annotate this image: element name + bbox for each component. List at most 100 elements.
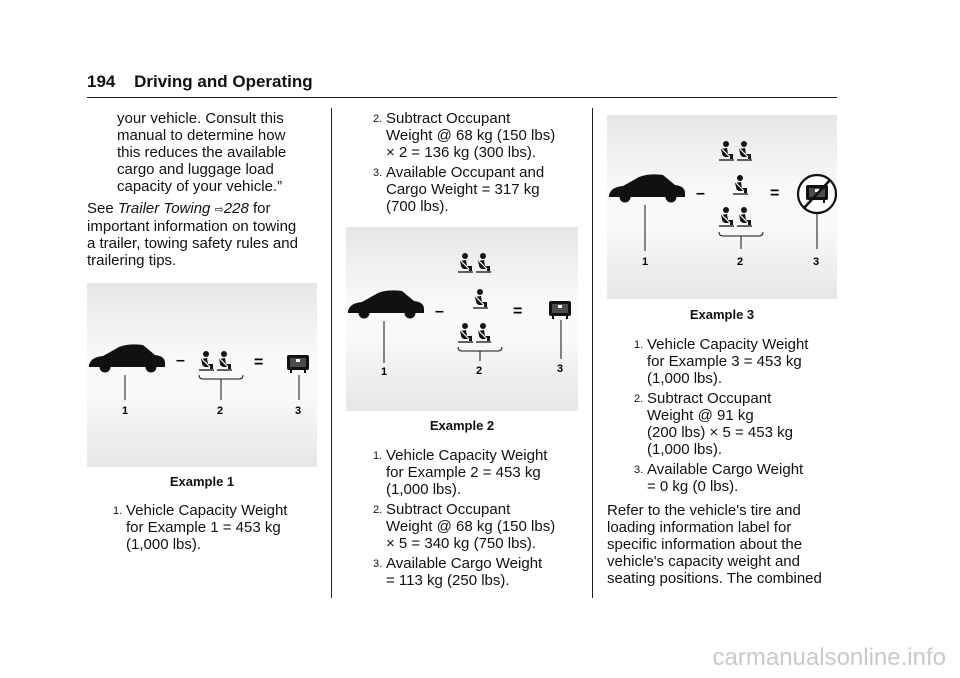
example-3-figure: – = 1 2 3 bbox=[607, 115, 837, 299]
text-line: Vehicle Capacity Weight bbox=[126, 502, 288, 519]
text-line: vehicle's capacity weight and bbox=[607, 553, 800, 570]
closing-paragraph: Refer to the vehicle's tire and loading … bbox=[607, 502, 842, 587]
occupant-icon bbox=[736, 206, 753, 227]
text-line: capacity of your vehicle.” bbox=[117, 178, 283, 195]
text-line: (1,000 lbs). bbox=[647, 441, 723, 458]
text-line: this reduces the available bbox=[117, 144, 287, 161]
vehicle-icon bbox=[348, 290, 424, 319]
list-item: 1. Vehicle Capacity Weight for Example 1… bbox=[100, 502, 325, 553]
text-line: Available Occupant and bbox=[386, 164, 545, 181]
list-number: 1. bbox=[113, 505, 123, 517]
text-line: = 113 kg (250 lbs). bbox=[386, 572, 510, 589]
text-line: (1,000 lbs). bbox=[126, 536, 202, 553]
text-line: your vehicle. Consult this bbox=[117, 110, 284, 127]
text-line: (1,000 lbs). bbox=[386, 481, 462, 498]
text-line: Available Cargo Weight bbox=[647, 461, 804, 478]
text-line: (200 lbs) × 5 = 453 kg bbox=[647, 424, 793, 441]
text-line: Vehicle Capacity Weight bbox=[647, 336, 809, 353]
example-2-caption: Example 2 bbox=[429, 418, 495, 433]
text-line: Refer to the vehicle's tire and bbox=[607, 502, 801, 519]
example-3-caption: Example 3 bbox=[689, 307, 755, 322]
list-item: 3. Available Occupant and Cargo Weight =… bbox=[360, 164, 585, 215]
callout-1: 1 bbox=[381, 366, 387, 378]
text-line: Vehicle Capacity Weight bbox=[386, 447, 548, 464]
occupant-icon bbox=[736, 140, 753, 161]
page-reference-arrow-icon: ⇨ bbox=[214, 203, 224, 216]
page-reference[interactable]: 228 bbox=[223, 200, 249, 217]
see-reference-line: See Trailer Towing ⇨228 for bbox=[87, 200, 327, 218]
text-line: a trailer, towing safety rules and bbox=[87, 235, 298, 252]
text-line: cargo and luggage load bbox=[117, 161, 274, 178]
text-line: Subtract Occupant bbox=[386, 501, 511, 518]
text-line: for Example 1 = 453 kg bbox=[126, 519, 281, 536]
list-item: 1. Vehicle Capacity Weight for Example 2… bbox=[360, 447, 585, 498]
text-line: for Example 3 = 453 kg bbox=[647, 353, 802, 370]
callout-3: 3 bbox=[557, 363, 563, 375]
column-divider-2 bbox=[592, 108, 593, 598]
text-line: Subtract Occupant bbox=[386, 110, 511, 127]
occupant-icon bbox=[457, 322, 474, 343]
text-line: Cargo Weight = 317 kg bbox=[386, 181, 540, 198]
example-1-caption: Example 1 bbox=[169, 474, 235, 489]
occupant-icon bbox=[472, 288, 489, 309]
text-line: for Example 2 = 453 kg bbox=[386, 464, 541, 481]
example-2-list: 1. Vehicle Capacity Weight for Example 2… bbox=[360, 447, 585, 592]
occupant-icon bbox=[457, 252, 474, 273]
callout-1: 1 bbox=[122, 405, 128, 417]
list-number: 3. bbox=[373, 167, 383, 179]
list-item: 2. Subtract Occupant Weight @ 68 kg (150… bbox=[360, 110, 585, 161]
text-line: (700 lbs). bbox=[386, 198, 449, 215]
header-rule bbox=[87, 97, 837, 98]
page-number: 194 bbox=[87, 72, 116, 91]
occupant-icon bbox=[732, 174, 749, 195]
occupant-icon bbox=[718, 206, 735, 227]
text-line: = 0 kg (0 lbs). bbox=[647, 478, 739, 495]
text-line: loading information label for bbox=[607, 519, 792, 536]
list-number: 3. bbox=[634, 464, 644, 476]
occupant-icon bbox=[475, 322, 492, 343]
list-number: 1. bbox=[373, 450, 383, 462]
cargo-icon bbox=[286, 354, 310, 374]
text-fragment: See bbox=[87, 200, 118, 217]
callout-3: 3 bbox=[295, 405, 301, 417]
equals-sign: = bbox=[254, 354, 263, 371]
list-number: 3. bbox=[373, 558, 383, 570]
list-number: 1. bbox=[634, 339, 644, 351]
occupant-icon bbox=[475, 252, 492, 273]
text-line: × 5 = 340 kg (750 lbs). bbox=[386, 535, 537, 552]
section-title: Driving and Operating bbox=[134, 72, 313, 91]
text-line: Weight @ 91 kg bbox=[647, 407, 754, 424]
text-line: specific information about the bbox=[607, 536, 803, 553]
no-cargo-icon bbox=[796, 173, 837, 215]
text-line: (1,000 lbs). bbox=[647, 370, 723, 387]
text-line: trailering tips. bbox=[87, 252, 177, 269]
watermark: carmanualsonline.info bbox=[712, 644, 946, 671]
text-line: Subtract Occupant bbox=[647, 390, 772, 407]
list-item: 2. Subtract Occupant Weight @ 91 kg (200… bbox=[621, 390, 846, 458]
text-line: Weight @ 68 kg (150 lbs) bbox=[386, 518, 556, 535]
cargo-icon bbox=[548, 300, 572, 320]
list-number: 2. bbox=[373, 504, 383, 516]
text-line: seating positions. The combined bbox=[607, 570, 822, 587]
occupant-icon bbox=[216, 350, 233, 371]
list-number: 2. bbox=[373, 113, 383, 125]
equals-sign: = bbox=[513, 303, 522, 320]
equals-sign: = bbox=[770, 185, 779, 202]
example-2-figure: – = 1 2 3 bbox=[346, 227, 578, 411]
callout-2: 2 bbox=[737, 256, 743, 268]
list-item: 3. Available Cargo Weight = 0 kg (0 lbs)… bbox=[621, 461, 846, 495]
occupant-icon bbox=[718, 140, 735, 161]
column-2-top-list: 2. Subtract Occupant Weight @ 68 kg (150… bbox=[360, 110, 585, 218]
column-1: your vehicle. Consult this manual to det… bbox=[87, 110, 327, 269]
list-item: 2. Subtract Occupant Weight @ 68 kg (150… bbox=[360, 501, 585, 552]
example-1-list: 1. Vehicle Capacity Weight for Example 1… bbox=[100, 502, 325, 556]
callout-2: 2 bbox=[217, 405, 223, 417]
callout-3: 3 bbox=[813, 256, 819, 268]
column-divider-1 bbox=[331, 108, 332, 598]
text-line: Available Cargo Weight bbox=[386, 555, 543, 572]
trailer-towing-link[interactable]: Trailer Towing bbox=[117, 200, 211, 217]
text-fragment: for bbox=[248, 200, 271, 217]
callout-1: 1 bbox=[642, 256, 648, 268]
occupant-icon bbox=[198, 350, 215, 371]
list-item: 1. Vehicle Capacity Weight for Example 3… bbox=[621, 336, 846, 387]
